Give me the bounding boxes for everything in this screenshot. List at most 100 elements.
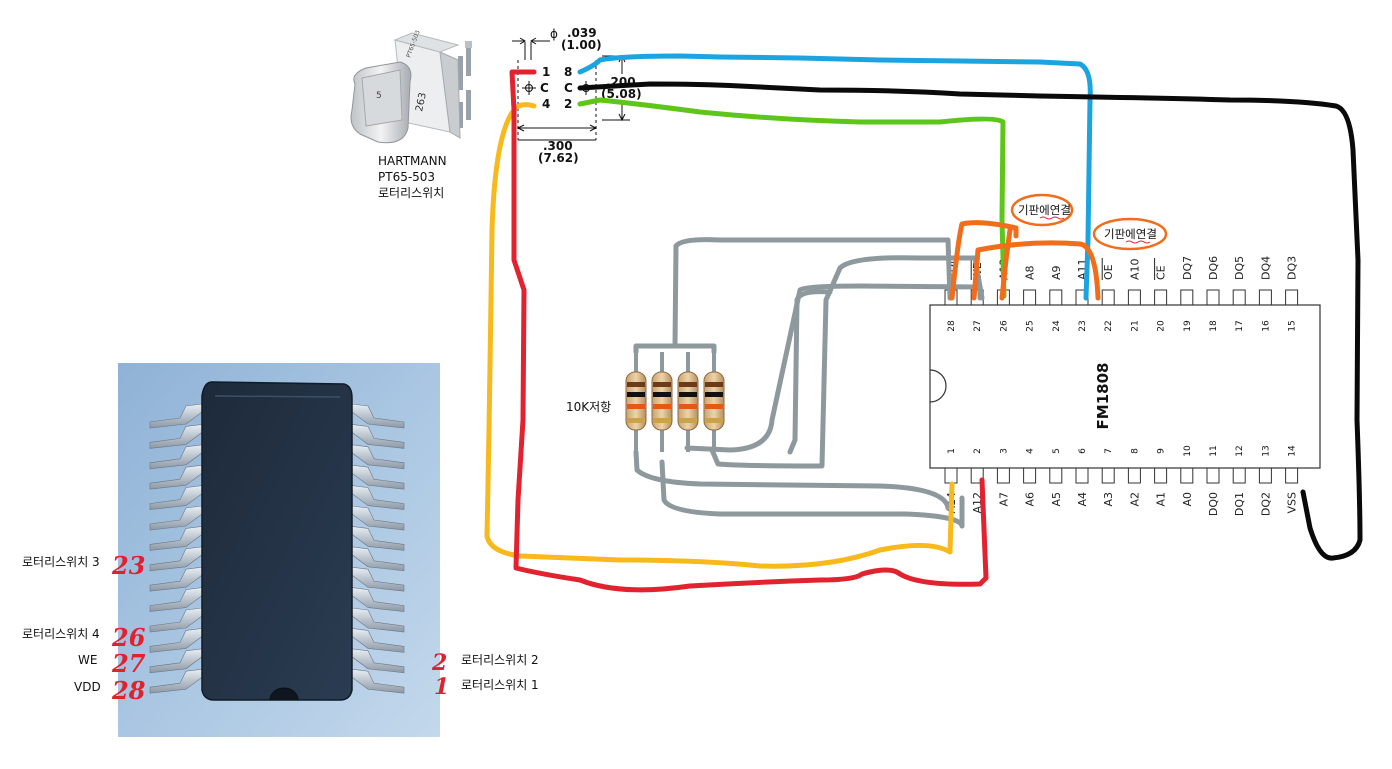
chip-photo-lead — [149, 485, 203, 510]
chip-top-pin — [1258, 289, 1272, 306]
chip-bottom-pin-label: VSS — [1286, 492, 1299, 514]
chip-bottom-pin — [1285, 467, 1299, 484]
chip-photo-lead — [149, 464, 203, 490]
chip-bottom-pin-label: A4 — [1076, 492, 1089, 507]
chip-top-pin-label: OE — [1102, 264, 1115, 280]
chip-photo-lead — [149, 648, 203, 674]
red-wire — [509, 69, 989, 593]
chip-photo-lead — [351, 464, 405, 490]
photo-label-switch-1: 로터리스위치 1 — [461, 678, 539, 692]
chip-top-pin — [1154, 289, 1168, 306]
chip-bottom-pin-number: 4 — [1026, 448, 1036, 454]
chip-bottom-pin-label: A2 — [1128, 492, 1141, 507]
yellow-wire — [484, 102, 955, 569]
chip-bottom-pin-number: 1 — [947, 448, 957, 454]
green-wire — [577, 97, 1007, 299]
resistor-band — [705, 418, 723, 423]
chip-bottom-pin-number: 12 — [1235, 445, 1245, 456]
spell-underline-2 — [1125, 240, 1151, 244]
chip-top-pin-label: A10 — [1128, 258, 1141, 280]
chip-bottom-pin-number: 6 — [1078, 448, 1088, 454]
chip-bottom-pin — [996, 467, 1010, 484]
chip-bottom-pin — [1232, 467, 1246, 484]
chip-bottom-pin-number: 13 — [1261, 445, 1271, 456]
chip-bottom-pin-label: A1 — [1155, 492, 1168, 507]
chip-photo-lead — [149, 526, 203, 551]
chip-body — [929, 304, 1321, 469]
chip-top-pin — [1232, 289, 1246, 306]
chip-bottom-pin — [944, 467, 958, 484]
chip-top-pin-number: 21 — [1130, 320, 1140, 331]
chip-bottom-pin — [1075, 467, 1089, 484]
switch-model-caption: PT65-503 — [378, 170, 435, 184]
chip-bottom-pin-number: 2 — [973, 448, 983, 454]
chip-top-pin-number: 22 — [1104, 320, 1114, 331]
fram-chip-photo — [118, 363, 440, 737]
chip-bottom-pin — [1180, 467, 1194, 484]
chip-photo-lead — [351, 403, 405, 429]
chip-top-pin-label: DQ3 — [1286, 256, 1299, 280]
photo-number-2: 2 — [431, 650, 447, 676]
chip-bottom-pin-number: 8 — [1130, 448, 1140, 454]
chip-notch — [929, 369, 947, 403]
gray-wires — [633, 237, 985, 529]
resistor-band — [653, 418, 671, 423]
dim-row-in: .300 — [543, 139, 573, 153]
switch-pin-4: 4 — [542, 97, 550, 111]
black-wire — [577, 81, 1363, 561]
chip-top-pin-number: 26 — [999, 320, 1009, 332]
resistor-array — [625, 352, 725, 452]
resistor-band — [679, 382, 697, 387]
chip-bottom-pin-label: A6 — [1024, 492, 1037, 507]
chip-bottom-pin — [1127, 467, 1141, 484]
chip-top-pin-label: DQ6 — [1207, 256, 1220, 280]
photo-label-switch-2: 로터리스위치 2 — [461, 653, 539, 667]
chip-bottom-pin — [1101, 467, 1115, 484]
resistor-band — [679, 404, 697, 409]
chip-top-pin-number: 17 — [1235, 320, 1245, 331]
switch-dial-label: 5 — [376, 91, 382, 101]
board-connect-note-1: 기판에연결 — [1018, 203, 1071, 217]
chip-photo-lead — [351, 424, 405, 449]
switch-brand-caption: HARTMANN — [378, 154, 447, 168]
resistor-band — [627, 418, 645, 423]
dim-hole-in: .039 — [567, 26, 597, 40]
chip-photo-lead — [351, 668, 405, 694]
chip-photo-lead — [149, 505, 203, 531]
chip-bottom-pin-number: 3 — [999, 448, 1009, 454]
chip-photo-lead — [149, 424, 203, 449]
chip-photo-lead — [351, 444, 405, 470]
chip-bottom-pin-number: 9 — [1157, 448, 1167, 454]
spell-underline-1 — [1039, 216, 1065, 220]
chip-top-pin-label: A8 — [1024, 265, 1037, 280]
resistor-band — [679, 392, 697, 397]
chip-photo-lead — [351, 546, 405, 572]
chip-top-pin — [1206, 289, 1220, 306]
rotary-switch-photo: 263 PT65-503 5 — [350, 29, 472, 144]
chip-bottom-pin-label: DQ0 — [1207, 492, 1220, 516]
chip-bottom-pin-label: DQ2 — [1259, 492, 1272, 516]
chip-bottom-pin — [1023, 467, 1037, 484]
chip-photo-lead — [351, 607, 405, 633]
chip-bottom-pin-label: A7 — [997, 492, 1010, 507]
photo-label-we: WE — [78, 653, 97, 667]
resistor-label: 10K저항 — [566, 400, 611, 414]
chip-top-pin-number: 16 — [1261, 320, 1271, 332]
photo-number-23: 23 — [111, 551, 145, 580]
chip-bottom-pin — [1154, 467, 1168, 484]
chip-top-pin-label: DQ7 — [1181, 256, 1194, 280]
chip-top-pin-number: 27 — [973, 320, 983, 331]
chip-bottom-pin-label: A3 — [1102, 492, 1115, 507]
chip-photo-lead — [351, 505, 405, 531]
switch-pin-c-right: C — [564, 81, 573, 95]
chip-photo-lead — [149, 444, 203, 470]
chip-top-pin-label: DQ5 — [1233, 256, 1246, 280]
chip-photo-lead — [149, 566, 203, 592]
resistor-band — [705, 404, 723, 409]
photo-number-28: 28 — [111, 676, 146, 705]
chip-top-pin — [1101, 289, 1115, 306]
